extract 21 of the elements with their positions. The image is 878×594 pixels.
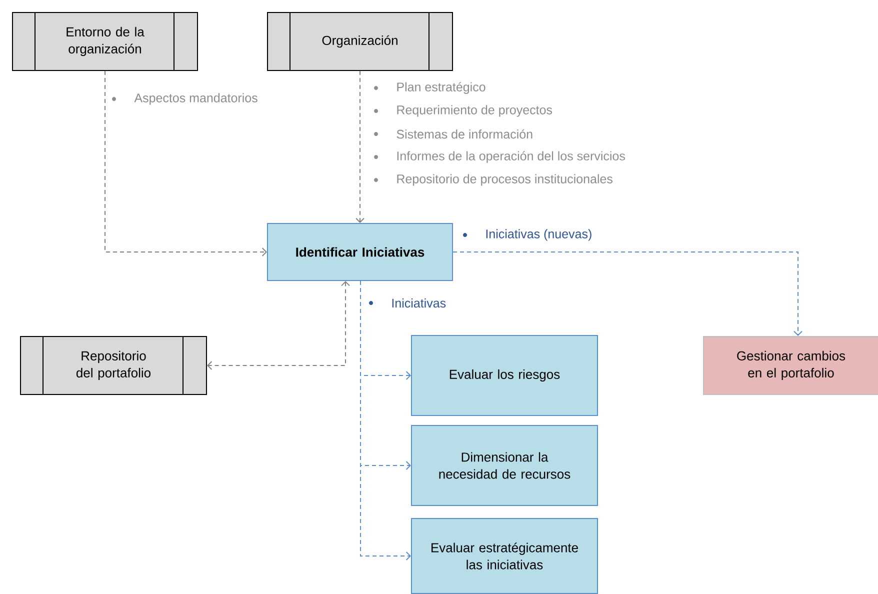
list-item: Aspectos mandatorios (134, 93, 258, 105)
list-item: Iniciativas (392, 298, 446, 308)
process-box: Dimensionar la necesidad de recursos (411, 424, 598, 506)
list-item: Informes de la operación del los servicios (397, 151, 625, 163)
process-box: Entorno de la organización (12, 12, 198, 71)
arrow (452, 252, 802, 336)
list-item: Plan estratégico (397, 82, 486, 94)
list-item: Requerimiento de proyectos (397, 105, 552, 117)
arrow (104, 70, 267, 256)
list-item: Sistemas de información (396, 129, 532, 139)
arrow (360, 280, 411, 560)
list-item: Repositorio de procesos institucionales (397, 174, 612, 186)
process-box: Evaluar estratégicamente las iniciativas (411, 518, 598, 594)
process-box: Evaluar los riesgos (411, 334, 598, 416)
process-box: Organización (267, 12, 453, 71)
process-box: Repositorio del portafolio (20, 336, 207, 395)
process-box: Gestionar cambios en el portafolio (703, 336, 878, 395)
process-box: Identificar Iniciativas (267, 223, 453, 281)
list-item: Iniciativas (nuevas) (486, 229, 592, 241)
arrow (356, 70, 364, 223)
arrow (207, 280, 350, 370)
